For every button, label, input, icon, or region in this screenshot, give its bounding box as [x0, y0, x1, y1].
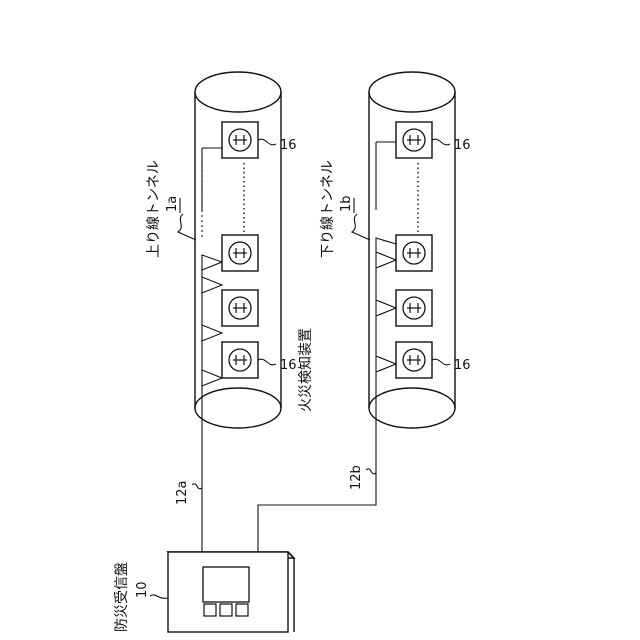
- cable-12a-leader: [192, 484, 202, 489]
- leader-a-bottom: [258, 359, 276, 365]
- detector-ref-a-bottom: 16: [280, 358, 297, 373]
- tunnel-b-top-opening: [369, 72, 455, 112]
- detector-a-4: [222, 342, 258, 378]
- receiver-button-1: [204, 604, 216, 616]
- tunnel-a-top-opening: [195, 72, 281, 112]
- detector-a-1: [222, 122, 258, 158]
- receiver-ref: 10: [135, 581, 150, 598]
- cable-12b-leader: [366, 469, 376, 474]
- detector-b-1: [396, 122, 432, 158]
- receiver-panel: [168, 552, 294, 632]
- tunnel-a-ref: 1a: [165, 196, 180, 212]
- tunnel-b-ref: 1b: [339, 195, 354, 212]
- detector-ref-b-top: 16: [454, 138, 471, 153]
- receiver-name: 防災受信盤: [114, 562, 130, 632]
- receiver-ref-leader: [150, 595, 168, 598]
- receiver-button-2: [220, 604, 232, 616]
- detector-b-2: [396, 235, 432, 271]
- leader-a-top: [258, 139, 276, 145]
- tunnel-a-bottom-opening: [195, 388, 281, 428]
- tunnel-b-ref-leader: [352, 214, 370, 240]
- tunnel-a-name: 上り線トンネル: [146, 160, 162, 258]
- tunnel-b-name: 下り線トンネル: [320, 160, 336, 258]
- detector-ref-b-bottom: 16: [454, 358, 471, 373]
- leader-b-bottom: [432, 359, 450, 365]
- leader-b-top: [432, 139, 450, 145]
- tunnel-a-ref-leader: [178, 214, 196, 240]
- receiver-display: [203, 567, 249, 602]
- detector-ref-a-top: 16: [280, 138, 297, 153]
- cable-12b-label: 12b: [349, 465, 364, 490]
- cable-12a-label: 12a: [175, 480, 190, 505]
- tunnel-b-bottom-opening: [369, 388, 455, 428]
- receiver-button-3: [236, 604, 248, 616]
- detector-name-label: 火災検知装置: [297, 328, 314, 412]
- detector-a-3: [222, 290, 258, 326]
- detector-b-4: [396, 342, 432, 378]
- detector-b-3: [396, 290, 432, 326]
- tunnel-a-wiring: [202, 148, 222, 555]
- detector-a-2: [222, 235, 258, 271]
